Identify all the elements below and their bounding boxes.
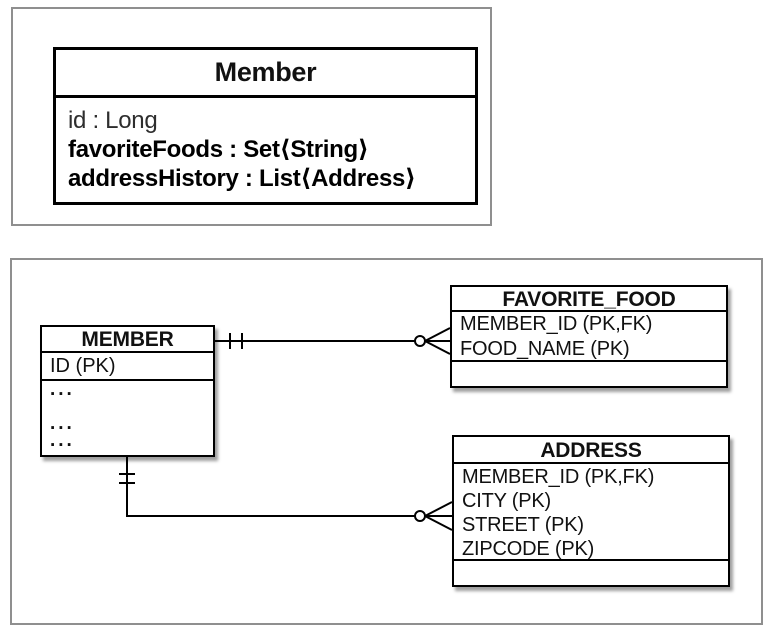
er-address-empty-section — [454, 561, 728, 581]
er-member-ellipsis-section: ... ... ... — [42, 379, 213, 451]
er-favorite-food-row-food-name: FOOD_NAME (PK) — [460, 338, 630, 360]
er-address-rows: MEMBER_ID (PK,FK) CITY (PK) STREET (PK) … — [454, 464, 728, 561]
er-member-row-id: ID (PK) — [42, 353, 213, 381]
er-table-favorite-food-title: FAVORITE_FOOD — [452, 287, 726, 312]
attribute-id: id : Long — [68, 107, 158, 134]
er-member-ellipsis-row: ... — [50, 413, 75, 434]
er-address-row-city: CITY (PK) — [462, 490, 551, 512]
er-address-row-member-id: MEMBER_ID (PK,FK) — [462, 466, 655, 488]
er-address-row-street: STREET (PK) — [462, 514, 584, 536]
member-class-attributes: id : Long favoriteFoods : Set⟨String⟩ ad… — [56, 98, 475, 193]
attribute-favorite-foods: favoriteFoods : Set⟨String⟩ — [68, 136, 369, 163]
member-class-box: Member id : Long favoriteFoods : Set⟨Str… — [53, 47, 478, 205]
er-favorite-food-empty-section — [452, 362, 726, 382]
er-favorite-food-row-member-id: MEMBER_ID (PK,FK) — [460, 313, 653, 335]
er-member-ellipsis-row: ... — [50, 430, 75, 451]
er-favorite-food-rows: MEMBER_ID (PK,FK) FOOD_NAME (PK) — [452, 312, 726, 362]
er-table-member-title: MEMBER — [42, 327, 213, 353]
member-class-title: Member — [56, 50, 475, 98]
uml-class-panel: Member id : Long favoriteFoods : Set⟨Str… — [11, 7, 492, 226]
er-table-favorite-food: FAVORITE_FOOD MEMBER_ID (PK,FK) FOOD_NAM… — [450, 285, 728, 388]
er-table-address-title: ADDRESS — [454, 437, 728, 464]
er-table-address: ADDRESS MEMBER_ID (PK,FK) CITY (PK) STRE… — [452, 435, 730, 587]
er-address-row-zipcode: ZIPCODE (PK) — [462, 538, 595, 560]
er-table-member: MEMBER ID (PK) ... ... ... — [40, 325, 215, 457]
er-member-ellipsis-row: ... — [50, 379, 75, 400]
attribute-address-history: addressHistory : List⟨Address⟩ — [68, 165, 416, 192]
